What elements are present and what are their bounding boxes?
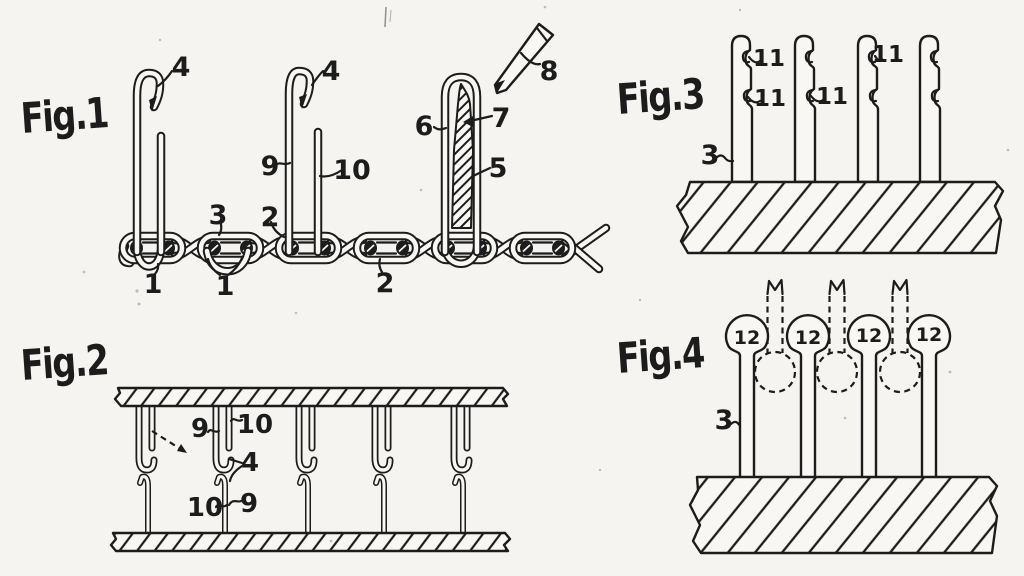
fig3-label-11-a: 11 (753, 46, 785, 72)
fig1-label-1-a: 1 (144, 269, 163, 300)
fig1-group: Fig.1 4 4 9 10 6 7 5 8 3 2 2 1 1 (19, 22, 611, 302)
fig1-label-9: 9 (261, 151, 280, 182)
fig2-bottom-bar (109, 531, 512, 553)
fig2-label-10-bottom: 10 (187, 493, 223, 523)
fig2-label-4: 4 (241, 448, 259, 478)
fig3-label-11-b: 11 (754, 86, 786, 112)
fig2-label-9-top: 9 (191, 414, 209, 444)
fig1-label-5: 5 (489, 153, 508, 184)
fig1-title: Fig.1 (19, 88, 109, 143)
fig4-label-12-a: 12 (734, 327, 760, 349)
fig4-title: Fig.4 (615, 328, 705, 383)
fig2-group: Fig.2 9 10 4 10 9 (19, 335, 512, 553)
fig1-label-4-b: 4 (322, 56, 341, 87)
fig3-leaders (714, 54, 884, 163)
fig1-leaders (153, 51, 542, 277)
fig1-label-10: 10 (333, 155, 371, 186)
fig3-label-3: 3 (701, 140, 720, 171)
fig3-base-block (675, 180, 1005, 255)
fig4-label-12-b: 12 (795, 327, 821, 349)
paper-specks (82, 5, 1010, 543)
fig2-label-10-top: 10 (237, 410, 273, 440)
fig3-group: Fig.3 11 11 11 11 3 (615, 34, 1005, 255)
fig4-group: Fig.4 12 12 12 12 3 (615, 278, 999, 555)
fig1-label-7: 7 (492, 103, 511, 134)
fig1-label-2-a: 2 (261, 202, 280, 233)
fig4-label-3: 3 (715, 405, 734, 436)
fig1-label-1-b: 1 (216, 271, 235, 302)
fig1-label-2-b: 2 (376, 268, 395, 299)
fig1-label-4-a: 4 (172, 52, 191, 83)
fig4-leaders (729, 420, 742, 428)
fig1-label-3: 3 (209, 200, 228, 231)
fig1-hook-left (132, 68, 166, 257)
fig1-label-8: 8 (540, 56, 559, 87)
fig1-hook-middle (284, 66, 323, 257)
fig2-leaders (151, 418, 244, 509)
fig1-label-6: 6 (415, 111, 434, 142)
fig2-title: Fig.2 (19, 335, 109, 390)
fig1-needle (493, 22, 555, 95)
fig3-label-11-d: 11 (872, 42, 904, 68)
fig4-base-block (688, 475, 999, 555)
fig3-title: Fig.3 (615, 69, 705, 124)
fig4-label-12-c: 12 (856, 325, 882, 347)
fig2-top-bar (113, 386, 510, 408)
fig4-label-12-d: 12 (916, 324, 942, 346)
fig3-label-11-c: 11 (816, 84, 848, 110)
fig2-label-9-bottom: 9 (240, 489, 258, 519)
